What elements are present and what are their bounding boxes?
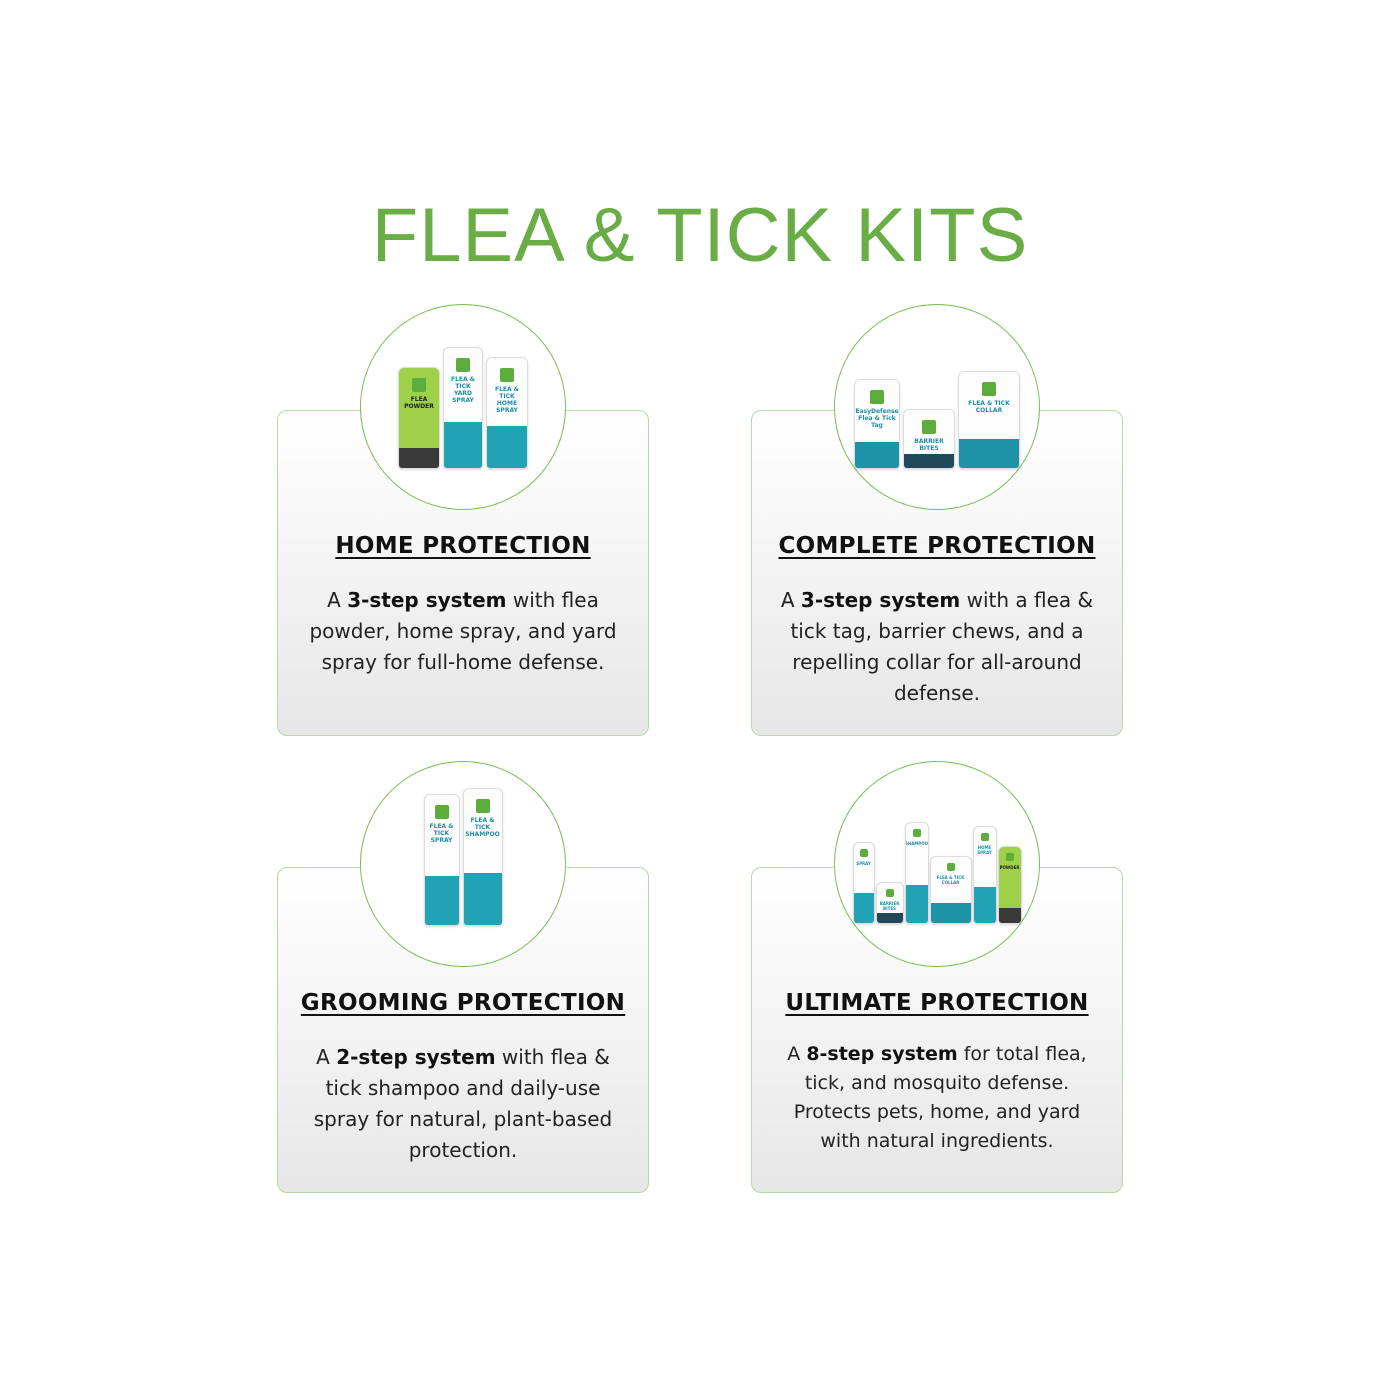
brand-logo-icon <box>434 805 449 819</box>
kit-description: A 2-step system with flea & tick shampoo… <box>303 1042 623 1166</box>
product-label: SPRAY <box>856 861 871 866</box>
desc-bold: 2-step system <box>336 1045 496 1069</box>
kit-heading: HOME PROTECTION <box>335 533 591 559</box>
kit-description: A 8-step system for total flea, tick, an… <box>771 1040 1103 1156</box>
product-label: POWDER <box>999 865 1020 870</box>
product-label: FLEA & TICK SPRAY <box>429 823 454 844</box>
label-band <box>998 907 1021 923</box>
label-band <box>876 913 903 923</box>
brand-logo-icon <box>475 799 490 813</box>
brand-logo-icon <box>885 889 894 897</box>
product-label: EasyDefense Flea & Tick Tag <box>855 408 899 429</box>
product-powder: POWDER <box>997 846 1022 924</box>
desc-prefix: A <box>780 588 801 612</box>
product-bottle: FLEA & TICK SPRAY <box>423 794 460 926</box>
kit-heading: COMPLETE PROTECTION <box>778 533 1096 559</box>
brand-logo-icon <box>859 849 868 857</box>
product-image-circle: FLEA & TICK SPRAY FLEA & TICK SHAMPOO <box>360 761 566 967</box>
brand-logo-icon <box>456 358 470 372</box>
product-image-circle: SPRAY BARRIER BITES SHAMPOO FLEA & TICK COL… <box>834 761 1040 967</box>
product-bottle: FLEA & TICK SHAMPOO <box>462 788 503 926</box>
page-title: FLEA & TICK KITS <box>371 193 1029 278</box>
label-band <box>853 892 874 923</box>
desc-prefix: A <box>327 588 348 612</box>
label-band <box>959 439 1019 468</box>
product-image-circle: FLEA POWDER FLEA & TICK YARD SPRAY FLEA & … <box>360 304 566 510</box>
product-label: FLEA & TICK HOME SPRAY <box>495 386 519 414</box>
product-box: EasyDefense Flea & Tick Tag <box>854 379 900 469</box>
product-bottle: SPRAY <box>852 842 875 924</box>
brand-logo-icon <box>912 829 921 837</box>
desc-prefix: A <box>787 1043 807 1065</box>
product-jar: BARRIER BITES <box>903 409 955 469</box>
brand-logo-icon <box>1005 853 1014 861</box>
brand-logo-icon <box>870 390 884 404</box>
kit-description: A 3-step system with flea powder, home s… <box>303 585 623 678</box>
product-label: FLEA & TICK COLLAR <box>936 875 965 885</box>
brand-logo-icon <box>500 368 514 382</box>
product-label: FLEA POWDER <box>404 396 434 410</box>
brand-logo-icon <box>980 833 989 841</box>
product-label: FLEA & TICK YARD SPRAY <box>451 376 475 404</box>
label-band <box>463 873 502 925</box>
desc-rest: with a flea & tick tag, barrier chews, a… <box>790 588 1094 705</box>
brand-logo-icon <box>946 863 955 871</box>
product-label: SHAMPOO <box>904 841 929 846</box>
product-bottle: HOME SPRAY <box>972 826 997 924</box>
desc-prefix: A <box>316 1045 337 1069</box>
product-bottle: SHAMPOO <box>904 822 929 924</box>
label-band <box>855 441 899 468</box>
desc-bold: 3-step system <box>347 588 507 612</box>
product-box: FLEA & TICK COLLAR <box>958 371 1020 469</box>
product-jar: BARRIER BITES <box>875 882 904 924</box>
desc-bold: 3-step system <box>800 588 961 612</box>
product-label: BARRIER BITES <box>879 901 900 911</box>
product-bottle: FLEA & TICK HOME SPRAY <box>486 357 528 469</box>
brand-logo-icon <box>412 378 426 392</box>
desc-rest: with flea & tick shampoo and daily-use s… <box>313 1045 613 1162</box>
label-band <box>487 426 527 468</box>
desc-rest: for total flea, tick, and mosquito defen… <box>793 1043 1087 1152</box>
product-label: BARRIER BITES <box>914 438 944 452</box>
product-label: FLEA & TICK COLLAR <box>968 400 1010 414</box>
desc-rest: with flea powder, home spray, and yard s… <box>309 588 617 674</box>
product-label: FLEA & TICK SHAMPOO <box>465 817 500 838</box>
kit-heading: ULTIMATE PROTECTION <box>785 990 1089 1016</box>
label-band <box>424 875 459 925</box>
brand-logo-icon <box>922 420 936 434</box>
product-box: FLEA & TICK COLLAR <box>929 856 972 924</box>
label-band <box>444 422 482 468</box>
product-powder: FLEA POWDER <box>398 367 440 469</box>
label-band <box>399 448 439 468</box>
label-band <box>973 886 996 923</box>
label-band <box>930 903 971 923</box>
product-label: HOME SPRAY <box>977 845 992 855</box>
label-band <box>905 885 928 923</box>
kit-heading: GROOMING PROTECTION <box>300 990 626 1016</box>
product-bottle: FLEA & TICK YARD SPRAY <box>443 347 483 469</box>
label-band <box>904 453 954 468</box>
kit-description: A 3-step system with a flea & tick tag, … <box>777 585 1097 709</box>
desc-bold: 8-step system <box>806 1043 958 1065</box>
brand-logo-icon <box>982 382 996 396</box>
